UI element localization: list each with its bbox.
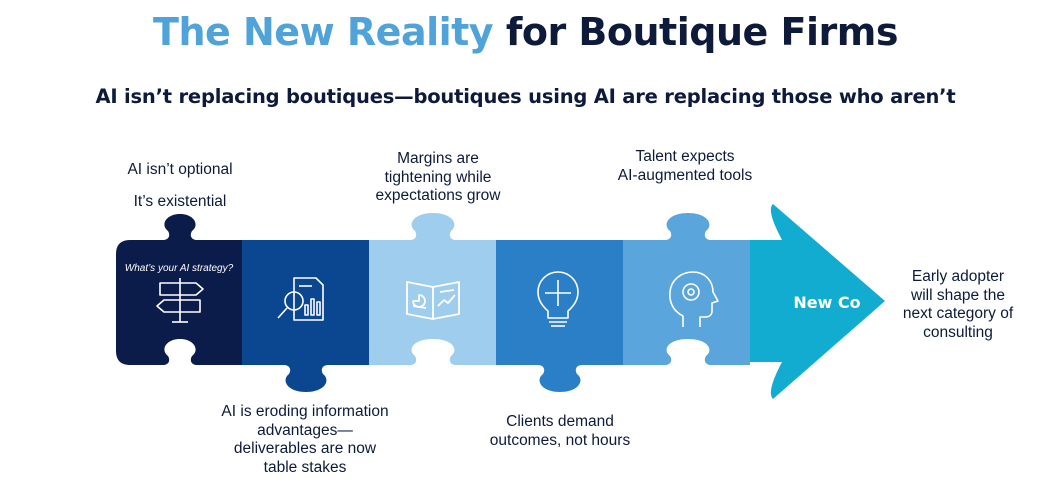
- caption-talent: Talent expects AI-augmented tools: [590, 148, 780, 185]
- lightbulb-puzzle-icon: [537, 271, 579, 327]
- caption-line: Clients demand: [506, 413, 614, 430]
- new-co-arrow: [745, 204, 885, 399]
- caption-line: It’s existential: [133, 193, 227, 210]
- report-magnifier-icon: [277, 277, 324, 321]
- caption-line: Early adopter: [911, 268, 1005, 285]
- puzzle-piece-talent: [623, 213, 750, 365]
- caption-line: table stakes: [263, 458, 347, 476]
- puzzle-piece-clients: [496, 240, 623, 392]
- caption-line: Talent expects: [635, 148, 735, 165]
- caption-line: advantages—: [257, 421, 353, 439]
- title-highlight: The New Reality: [153, 10, 494, 54]
- new-co-label: New Co: [793, 293, 860, 312]
- head-gear-icon: [669, 271, 719, 327]
- caption-line: AI isn’t optional: [127, 161, 233, 178]
- caption-line: AI is eroding information: [221, 403, 389, 420]
- caption-information: AI is eroding information advantages— de…: [195, 403, 415, 477]
- title-rest: for Boutique Firms: [505, 10, 899, 54]
- caption-line: expectations grow: [375, 187, 501, 204]
- strategy-question: What’s your AI strategy?: [125, 263, 234, 274]
- caption-early-adopter: Early adopter will shape the next catego…: [878, 268, 1038, 342]
- page-title: The New Reality for Boutique Firms: [0, 6, 1051, 58]
- signpost-icon: [156, 278, 204, 323]
- puzzle-piece-information: [242, 240, 369, 392]
- caption-margins: Margins are tightening while expectation…: [348, 150, 528, 206]
- caption-line: deliverables are now: [233, 440, 377, 457]
- caption-clients: Clients demand outcomes, not hours: [460, 413, 660, 450]
- page-subtitle: AI isn’t replacing boutiques—boutiques u…: [95, 85, 956, 108]
- caption-line: Margins are: [397, 150, 479, 167]
- caption-line: AI-augmented tools: [617, 166, 753, 184]
- caption-line: consulting: [923, 323, 993, 341]
- puzzle-piece-strategy: [116, 214, 242, 365]
- caption-line: outcomes, not hours: [489, 431, 631, 449]
- presentation-board-icon: [406, 281, 460, 320]
- caption-line: tightening while: [384, 168, 492, 186]
- caption-ai-optional: AI isn’t optional It’s existential: [90, 154, 270, 218]
- caption-line: will shape the: [911, 286, 1005, 304]
- caption-line: next category of: [902, 305, 1014, 322]
